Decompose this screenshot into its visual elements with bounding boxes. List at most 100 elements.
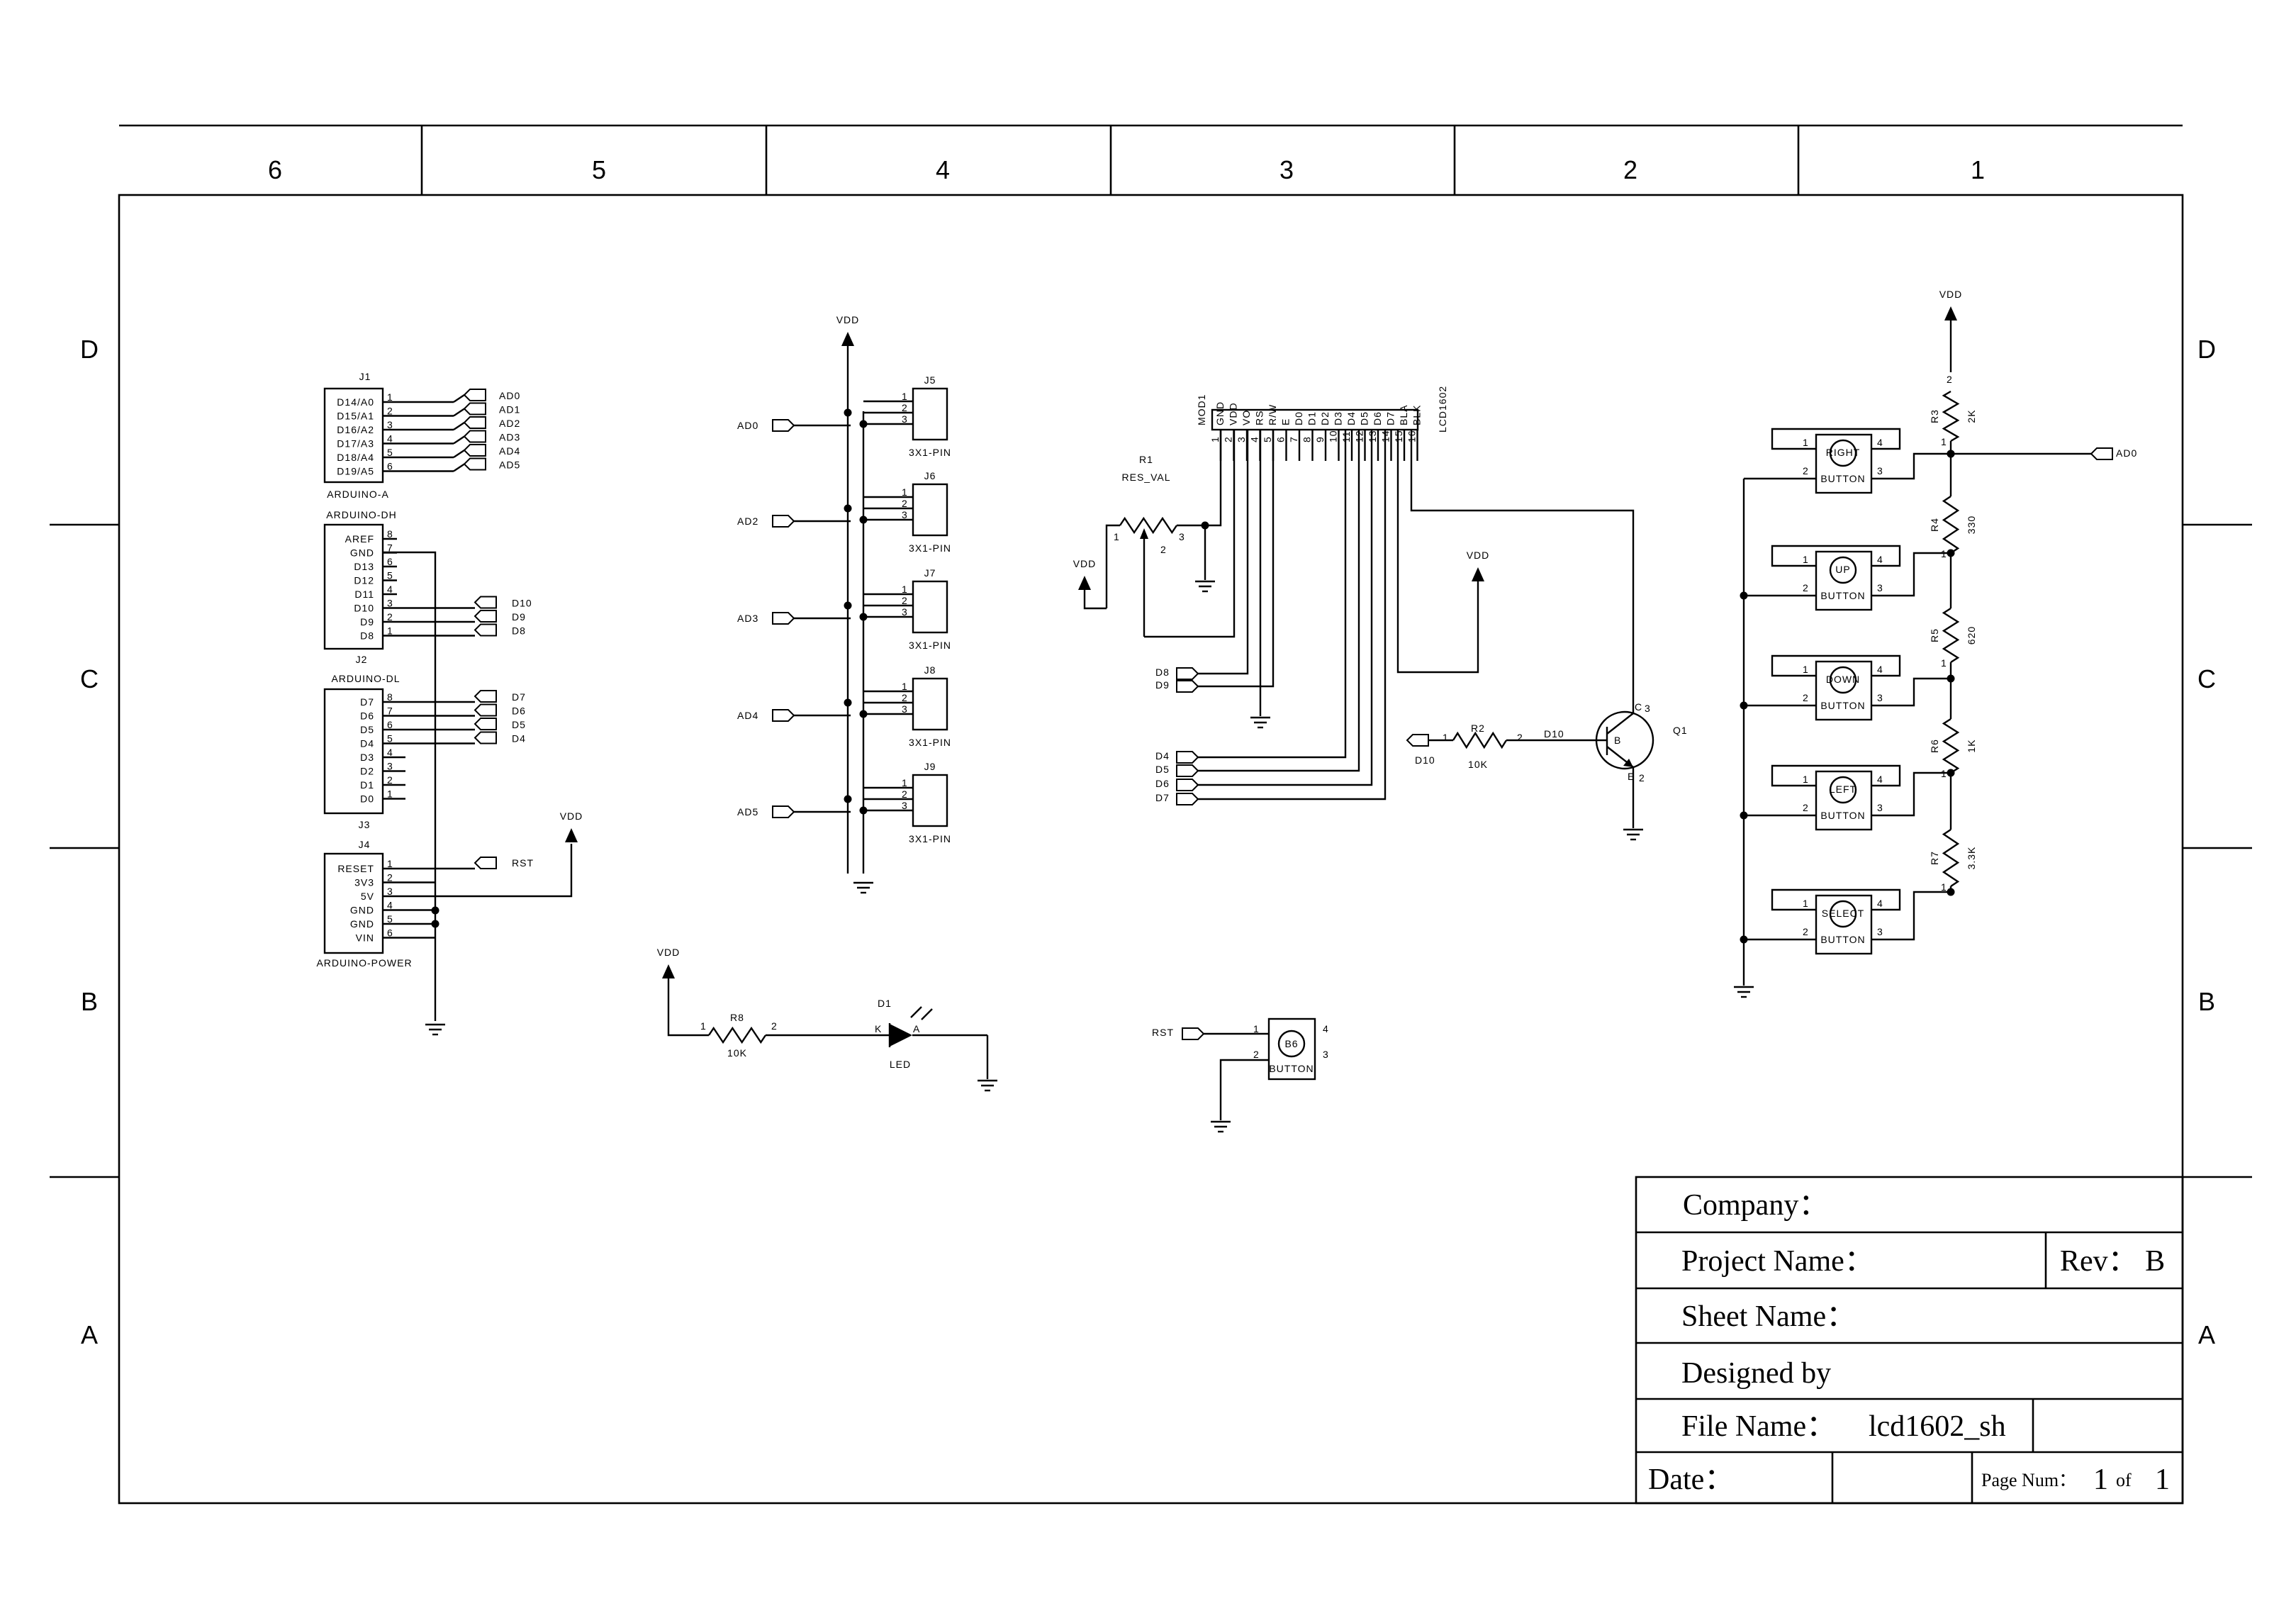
j1-name: ARDUINO-A (327, 489, 389, 500)
header-net-label: AD0 (737, 420, 758, 431)
net-port (1176, 779, 1199, 791)
led-name: LED (890, 1059, 911, 1070)
pin: 2 (1803, 465, 1809, 476)
j3-net-label: D5 (512, 719, 526, 730)
j4-pin-num: 2 (387, 872, 393, 883)
j4-pin-name: 5V (361, 891, 374, 902)
d10-wire-label: D10 (1544, 728, 1564, 740)
pin: 1 (1803, 898, 1809, 909)
j3-pin-name: D3 (360, 752, 374, 763)
emitter-arrow-icon (1623, 759, 1633, 767)
zone-row-label: D (80, 335, 99, 364)
j1-pin-name: D19/A5 (337, 466, 374, 477)
project-label: Project Name： (1681, 1245, 1874, 1278)
button-label: UP (1835, 564, 1850, 575)
header-ref: J7 (924, 567, 936, 579)
bus-entry (453, 394, 465, 403)
vdd-label: VDD (1073, 558, 1097, 569)
zone-column-label: 1 (1971, 155, 1985, 184)
j2-pin-name: AREF (345, 533, 374, 545)
button-name: BUTTON (1820, 473, 1865, 484)
header-pin-num: 3 (902, 800, 908, 811)
j4-pin-name: RESET (337, 863, 374, 874)
e-wire (1198, 430, 1275, 688)
header-type: 3X1-PIN (909, 640, 951, 651)
j1-body (323, 387, 384, 484)
lcd-pin-num: 4 (1249, 436, 1260, 442)
led-ray (921, 1008, 933, 1020)
j3-pin-num: 5 (387, 733, 393, 744)
net-port (463, 389, 486, 401)
net-port (1406, 734, 1429, 747)
header-net-label: AD5 (737, 806, 758, 818)
junction-dot (859, 613, 868, 621)
net-port (474, 596, 497, 609)
j1-net-label: AD5 (499, 459, 520, 471)
pin: 2 (771, 1020, 778, 1032)
j2-pin-num: 4 (387, 584, 393, 595)
q-net-in: D10 (1415, 754, 1435, 766)
header-net-label: AD4 (737, 710, 758, 721)
pin-c: C (1635, 701, 1642, 713)
header-pin-num: 2 (902, 595, 908, 606)
pin: 3 (1645, 703, 1651, 714)
file-label: File Name： (1681, 1410, 1836, 1443)
header-pin-num: 2 (902, 788, 908, 800)
net-port (463, 402, 486, 415)
lcd-pin-name: BLK (1411, 405, 1423, 425)
q1-ref: Q1 (1673, 725, 1688, 736)
resistor-zigzag (1942, 496, 1960, 554)
pin: 1 (1443, 732, 1449, 743)
title-block-border (1635, 1176, 2184, 1505)
header-body (912, 483, 948, 537)
data-wire (1198, 430, 1347, 759)
junction-dot (844, 795, 852, 803)
pot-pin: 1 (1114, 531, 1120, 542)
pin: 3 (1877, 465, 1883, 476)
net-port (1182, 1027, 1205, 1040)
button-label: SELECT (1822, 908, 1864, 919)
lcd-pin-num: 3 (1236, 436, 1247, 442)
vdd-arrow-icon (1944, 306, 1957, 320)
pin: 2 (1803, 802, 1809, 813)
zone-row-label: A (81, 1320, 98, 1349)
header-ref: J6 (924, 470, 936, 481)
header-type: 3X1-PIN (909, 542, 951, 554)
lcd-net-label: D7 (1155, 792, 1170, 803)
ladder-res-value: 2K (1966, 409, 1977, 423)
resistor-zigzag (1942, 390, 1960, 442)
q1-body (1595, 710, 1654, 770)
rst-net-label: RST (1152, 1027, 1174, 1038)
j1-ref: J1 (359, 371, 371, 382)
resistor-zigzag (1452, 731, 1508, 749)
ladder-res-ref: R4 (1929, 518, 1940, 532)
j4-pin-num: 1 (387, 858, 393, 869)
lcd-pin-num: 5 (1262, 436, 1273, 442)
junction-dot (859, 420, 868, 428)
header-pin-num: 2 (902, 498, 908, 509)
header-pin-num: 3 (902, 606, 908, 618)
button-node-wire (1871, 891, 1951, 941)
pin: 1 (1803, 554, 1809, 565)
zone-column-label: 2 (1623, 155, 1637, 184)
j1-pin-num: 3 (387, 419, 393, 430)
company-label: Company： (1683, 1189, 1828, 1222)
button-node-wire (1871, 552, 1951, 597)
r8-value: 10K (727, 1047, 747, 1059)
vdd-arrow-icon (565, 828, 578, 842)
analog-headers: VDDJ53X1-PIN123AD0J63X1-PIN123AD2J73X1-P… (737, 314, 951, 894)
led-ref: D1 (878, 998, 892, 1009)
resistor-zigzag (708, 1026, 766, 1044)
junction-dot (859, 806, 868, 815)
button-circle (1829, 556, 1857, 584)
header-type: 3X1-PIN (909, 833, 951, 844)
j2-pin-name: D9 (360, 616, 374, 628)
drawing-frame (50, 124, 2252, 1505)
ladder-res-ref: R6 (1929, 739, 1940, 753)
button-upper-loop (1771, 428, 1901, 450)
bla-wire (1396, 430, 1479, 674)
button-name: BUTTON (1820, 810, 1865, 821)
ladder-res-ref: R7 (1929, 851, 1940, 865)
j3-pin-num: 6 (387, 719, 393, 730)
